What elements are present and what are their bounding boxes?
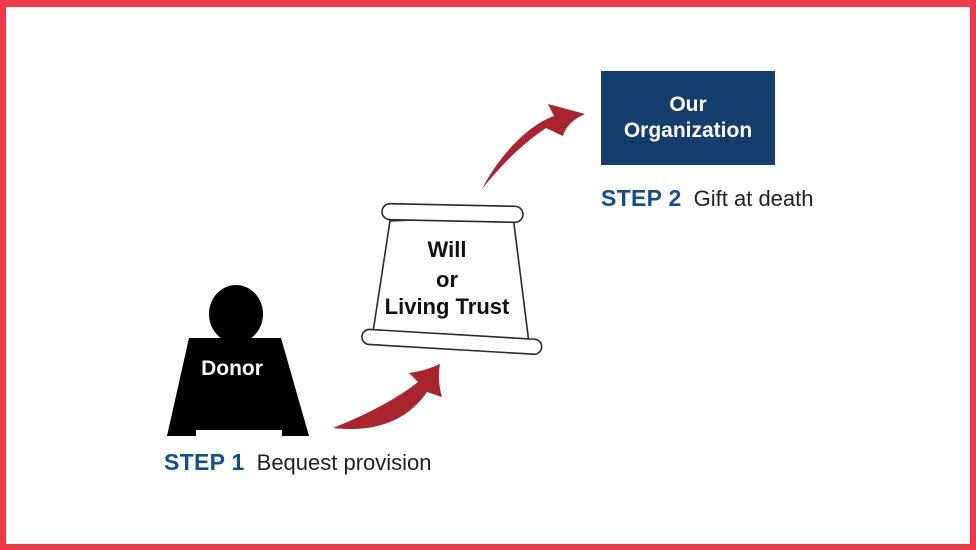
donor-label: Donor [201, 357, 263, 380]
scroll-text-line1: Will [428, 237, 467, 262]
organization-label-line2: Organization [623, 119, 753, 142]
step2-text: Gift at death [693, 186, 814, 211]
step1-text: Bequest provision [256, 450, 432, 475]
step1-label: STEP 1 [164, 449, 245, 475]
step1-caption: STEP 1 Bequest provision [164, 449, 432, 476]
scroll-text-line2: or [436, 267, 458, 292]
step2-arrow-icon [482, 104, 585, 189]
step2-arrow-shape [482, 104, 585, 189]
scroll-text-line3: Living Trust [385, 294, 510, 319]
step2-label: STEP 2 [601, 185, 682, 211]
donor-figure: Donor [167, 285, 309, 436]
step1-arrow-icon [333, 364, 442, 430]
donor-body [167, 338, 309, 436]
step2-caption: STEP 2 Gift at death [601, 185, 814, 212]
organization-box: Our Organization [601, 71, 775, 165]
will-scroll: Will or Living Trust [361, 202, 543, 356]
scroll-top-bar [381, 202, 524, 224]
organization-label-line1: Our [669, 92, 707, 116]
scroll-bottom-bar [361, 328, 543, 356]
donor-head [209, 285, 263, 343]
step1-arrow-shape [333, 364, 442, 430]
